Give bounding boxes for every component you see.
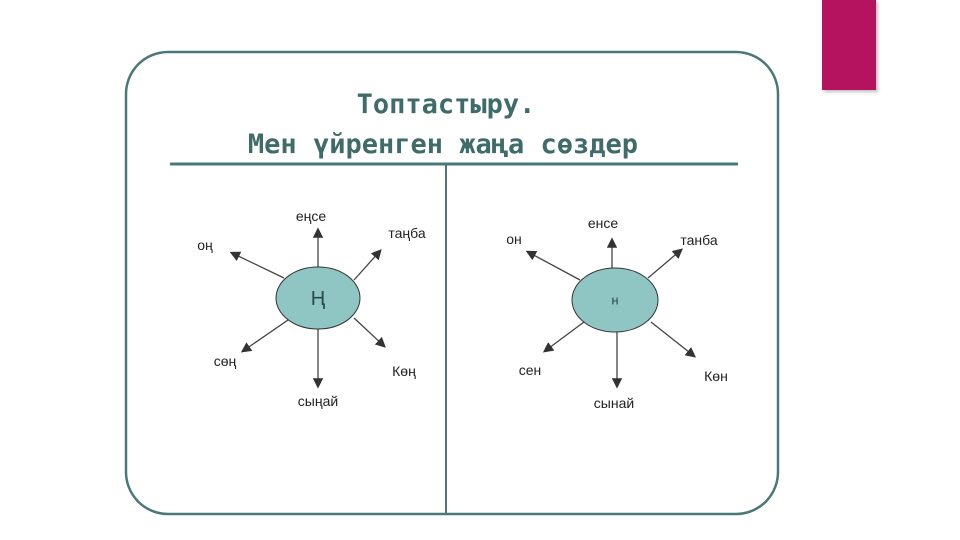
right-diagram: н енсе танба он сен сынай Көн [506,215,728,411]
word-label-upper-right: танба [680,232,717,248]
arrow-upper-left [229,251,285,279]
word-label-bottom: сыңай [298,393,338,409]
arrow-upper-left [525,250,581,281]
word-label-upper-left: оң [197,237,213,253]
slide-frame [124,50,780,516]
arrow-lower-right [650,321,697,358]
word-label-upper-left: он [506,231,522,247]
accent-bar [822,0,876,90]
center-ellipse [275,266,361,330]
word-label-upper-right: таңба [388,225,425,241]
center-letter: н [611,293,618,308]
word-label-top: енсе [588,215,619,231]
word-label-bottom: сынай [594,395,634,411]
word-label-top: еңсе [296,208,327,224]
arrow-lower-left [542,321,585,353]
word-label-lower-left: сен [519,362,542,378]
title-line-2: Мен үйренген жаңа сөздер [248,129,638,160]
word-label-lower-right: Көн [704,368,728,384]
title-line-1: Топтастыру. [357,89,536,120]
center-ellipse [571,267,659,333]
arrow-upper-right [647,248,683,279]
center-letter: Ң [311,288,326,310]
arrow-lower-left [240,319,289,353]
word-label-lower-left: сөң [214,353,237,369]
word-label-lower-right: Көң [392,363,416,379]
arrow-upper-right [353,249,382,281]
arrow-lower-right [353,317,386,348]
